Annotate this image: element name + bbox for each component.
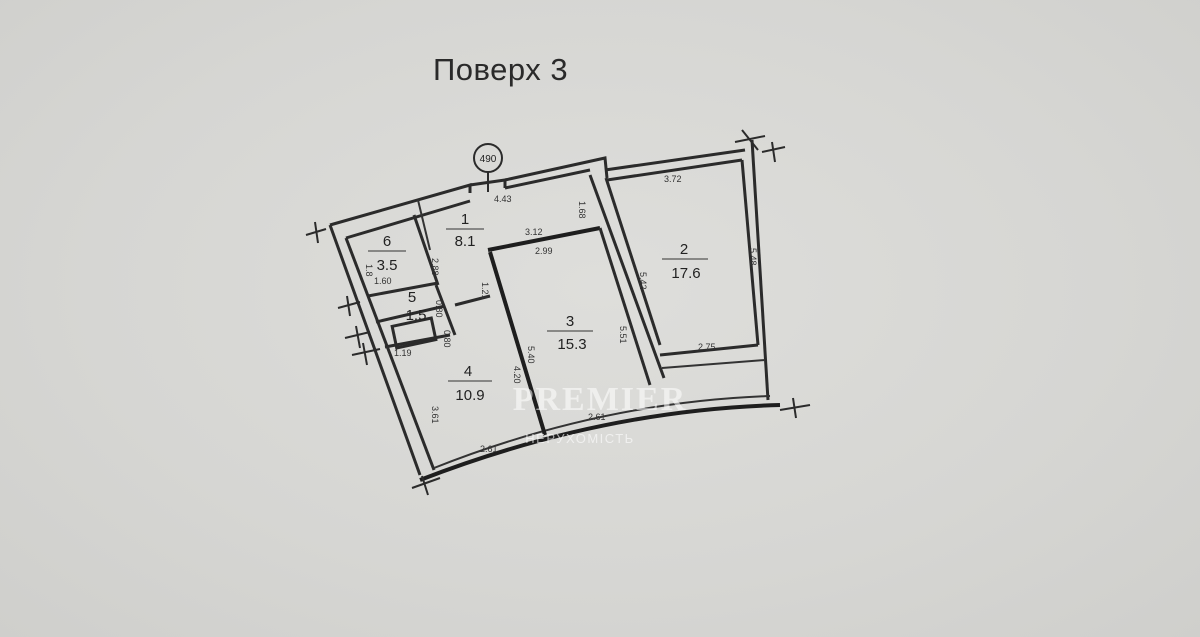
dim-2-61-left: 2.61 — [480, 444, 498, 454]
dim-1-8: 1.8 — [364, 264, 374, 277]
wall-room6-bottom — [367, 281, 439, 298]
watermark-brand: PREMIER — [513, 381, 688, 418]
wall-top-mid-inner — [504, 168, 591, 190]
wall-room5-right — [434, 284, 457, 336]
axis-marker: 490 — [473, 143, 503, 192]
wall-room5-bottom — [375, 304, 446, 324]
wall-top-left — [329, 183, 472, 227]
axis-marker-label: 490 — [480, 154, 497, 165]
dim-2-61-right: 2.61 — [588, 412, 606, 422]
wall-top-left-inner — [345, 199, 471, 240]
wall-room2-left-b — [604, 177, 662, 346]
inner-walls — [367, 174, 766, 436]
dim-4-20: 4.20 — [512, 366, 522, 384]
dim-1-21: 1.21 — [480, 282, 490, 300]
dim-3-72: 3.72 — [664, 174, 682, 184]
room-2-number: 2 — [680, 241, 688, 258]
dim-5-48: 5.48 — [748, 248, 758, 266]
dim-4-43: 4.43 — [494, 194, 512, 204]
room-2-area: 17.6 — [671, 265, 700, 282]
outer-walls — [328, 139, 781, 482]
wall-top-right-block — [504, 156, 609, 182]
room-4-number: 4 — [464, 363, 472, 380]
wall-left-inner — [344, 237, 436, 471]
room-5-area: 1.5 — [406, 307, 427, 324]
dim-1-68: 1.68 — [577, 201, 587, 219]
dim-3-12: 3.12 — [525, 227, 543, 237]
room-6-number: 6 — [383, 233, 391, 250]
dimension-labels: 4.43 1.68 3.72 5.48 3.12 2.99 2.88 1.21 … — [364, 174, 758, 454]
room-6-area: 3.5 — [377, 257, 398, 274]
wall-corridor — [454, 294, 491, 307]
dim-2-99: 2.99 — [535, 246, 553, 256]
wall-entry — [417, 199, 431, 251]
dim-0-80: 0.80 — [434, 300, 444, 318]
wall-balcony-top — [661, 359, 766, 369]
wall-room3-right — [598, 227, 652, 386]
wall-room3-left — [488, 251, 547, 436]
wall-bottom-inner — [433, 395, 771, 469]
dim-2-75: 2.75 — [698, 342, 716, 352]
wall-top-room2 — [604, 148, 746, 172]
wall-room2-left — [588, 174, 666, 379]
dim-1-60: 1.60 — [374, 276, 392, 286]
room-1-number: 1 — [461, 211, 469, 228]
wall-top-room2-inner — [606, 158, 743, 182]
room-4-area: 10.9 — [455, 387, 484, 404]
wall-right — [750, 139, 770, 401]
dim-5-40: 5.40 — [526, 346, 536, 364]
wall-right-inner — [740, 159, 760, 346]
room-5-number: 5 — [408, 289, 416, 306]
room-3-number: 3 — [566, 313, 574, 330]
floor-title: Поверх 3 — [433, 52, 569, 87]
wall-room2-bottom — [659, 343, 759, 357]
dim-1-19: 1.19 — [394, 348, 412, 358]
wall-room6-right — [412, 214, 440, 286]
dim-0-80b: 0.80 — [442, 330, 452, 348]
wall-room4-top — [384, 333, 451, 349]
shaft — [390, 316, 438, 350]
watermark-sub: НЕРУХОМІСТЬ — [525, 431, 634, 446]
room-labels: 6 3.5 1 8.1 2 17.6 3 15.3 4 10.9 5 1.5 — [368, 211, 708, 404]
wall-bottom — [419, 403, 781, 482]
dim-5-42: 5.42 — [638, 272, 648, 290]
dim-3-61: 3.61 — [430, 406, 440, 424]
room-1-area: 8.1 — [455, 233, 476, 250]
wall-room3-top — [487, 226, 601, 252]
room-3-area: 15.3 — [557, 336, 586, 353]
axis-ticks — [305, 129, 811, 496]
dim-5-51: 5.51 — [618, 326, 628, 344]
watermark: PREMIER НЕРУХОМІСТЬ — [513, 381, 688, 446]
dim-2-88: 2.88 — [430, 258, 440, 276]
